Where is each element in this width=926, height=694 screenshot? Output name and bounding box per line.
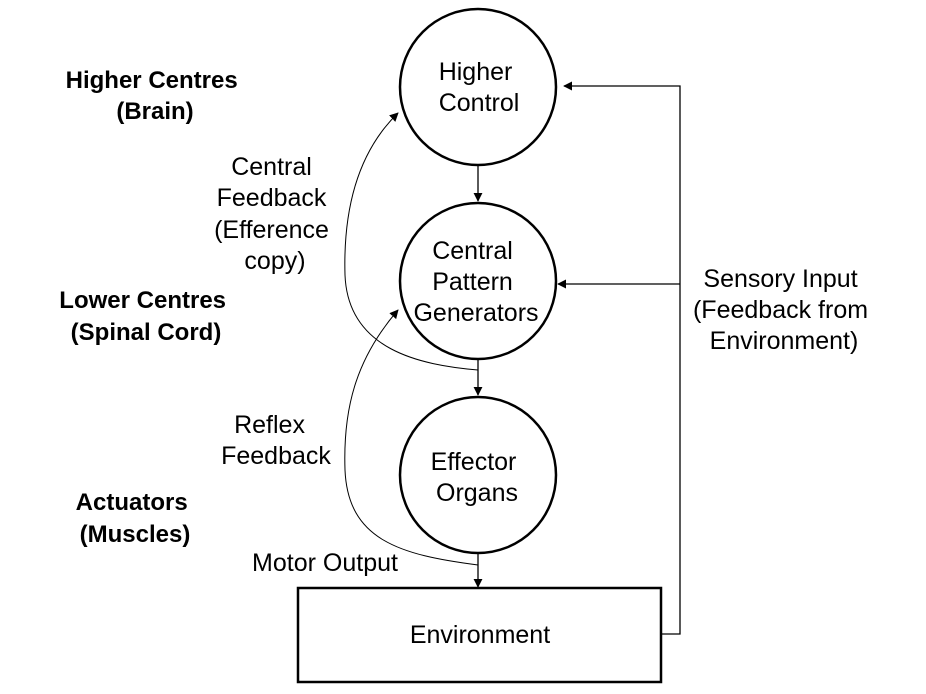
cpg-label: Central Pattern Generators xyxy=(413,237,538,327)
level-actuators: Actuators (Muscles) xyxy=(76,489,195,548)
sensory-input-loop xyxy=(563,81,681,635)
sensory-input-label: Sensory Input (Feedback from Environment… xyxy=(693,265,875,355)
reflex-feedback-label: Reflex Feedback xyxy=(221,411,331,470)
level-lower-centres: Lower Centres (Spinal Cord) xyxy=(59,287,232,346)
higher-control-node xyxy=(398,7,558,167)
reflex-feedback-curve xyxy=(344,309,479,566)
environment-label: Environment xyxy=(410,621,550,649)
higher-control-label: Higher Control xyxy=(439,58,520,117)
effector-organs-node xyxy=(398,395,558,555)
cpg-node xyxy=(398,201,558,361)
central-feedback-label: Central Feedback (Efference copy) xyxy=(214,153,336,275)
central-feedback-curve xyxy=(344,112,479,371)
effector-organs-label: Effector Organs xyxy=(431,448,524,507)
level-higher-centres: Higher Centres (Brain) xyxy=(66,67,245,125)
motor-output-label: Motor Output xyxy=(252,549,398,577)
environment-node xyxy=(296,586,663,684)
